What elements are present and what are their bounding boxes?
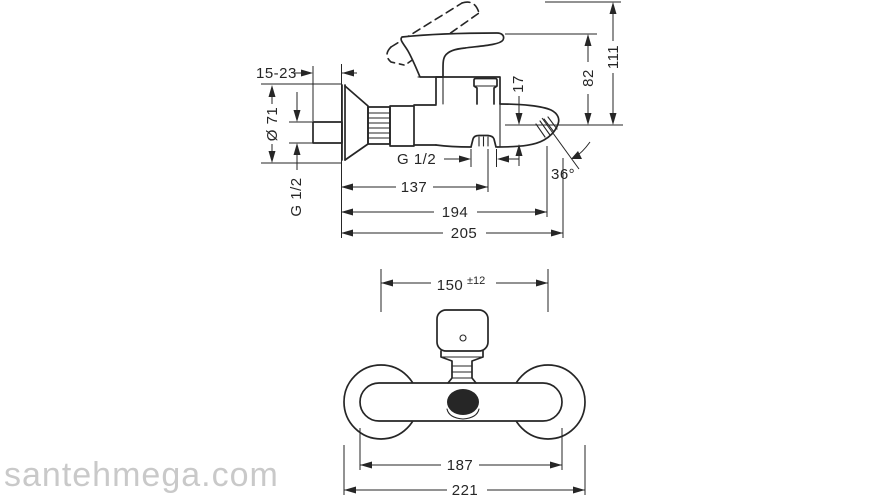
side-view-drawing: 15-23 Ø 71 G 1/2 17 <box>256 1 623 242</box>
dim-connection-centers: 150 ±12 <box>380 269 549 312</box>
dim-handle-height: 82 <box>505 33 597 125</box>
dim-connection-centers-label: 150 <box>437 277 464 294</box>
hose-nipple <box>470 134 497 148</box>
dim-escutcheon-diameter: Ø 71 <box>261 83 341 164</box>
dim-outlet-thread-label: G 1/2 <box>397 151 436 168</box>
front-view-drawing: 150 ±12 187 221 <box>343 269 586 499</box>
handle-front <box>436 309 489 352</box>
cartridge-housing <box>435 76 501 105</box>
dim-outlet-distance: 137 <box>341 149 489 196</box>
spout-outlet-front <box>447 389 479 415</box>
dim-handle-height-label: 82 <box>580 69 597 87</box>
dim-overall-width-label: 221 <box>452 482 479 499</box>
spout <box>435 103 560 148</box>
escutcheon <box>341 84 369 161</box>
dim-spout-angle: 36° <box>541 117 591 183</box>
dim-outlet-thread: G 1/2 <box>397 149 519 168</box>
lever-handle <box>400 32 505 78</box>
dim-spout-reach: 205 <box>341 158 564 242</box>
dim-projection-range: 15-23 <box>256 65 357 121</box>
dim-projection-range-label: 15-23 <box>256 65 297 82</box>
dim-spout-reach-label: 205 <box>451 225 478 242</box>
dim-body-width-label: 187 <box>447 457 474 474</box>
dim-total-height: 111 <box>545 1 622 125</box>
dim-overall-width: 221 <box>343 445 586 499</box>
dim-total-height-label: 111 <box>605 45 622 69</box>
handle-screw-hole <box>459 334 467 342</box>
body-barrel <box>413 104 437 146</box>
dim-body-width: 187 <box>359 428 563 474</box>
dim-outlet-offset-label: 17 <box>510 75 527 93</box>
wall-connection-stub <box>312 121 343 144</box>
spout-outlet-cup <box>446 408 480 420</box>
dim-aerator-distance: 194 <box>341 146 548 221</box>
dim-escutcheon-diameter-label: Ø 71 <box>264 107 281 142</box>
dim-outlet-offset: 17 <box>510 75 527 166</box>
handle-collar <box>440 350 484 384</box>
dim-outlet-distance-label: 137 <box>401 179 428 196</box>
dim-wall-thread: G 1/2 <box>288 92 313 217</box>
dim-aerator-distance-label: 194 <box>442 204 469 221</box>
dim-connection-tolerance-label: ±12 <box>467 275 485 287</box>
dim-wall-thread-label: G 1/2 <box>288 177 305 216</box>
diverter-knob <box>473 77 498 105</box>
thread-and-union-nut <box>367 105 415 147</box>
watermark-text: santehmega.com <box>4 456 279 494</box>
